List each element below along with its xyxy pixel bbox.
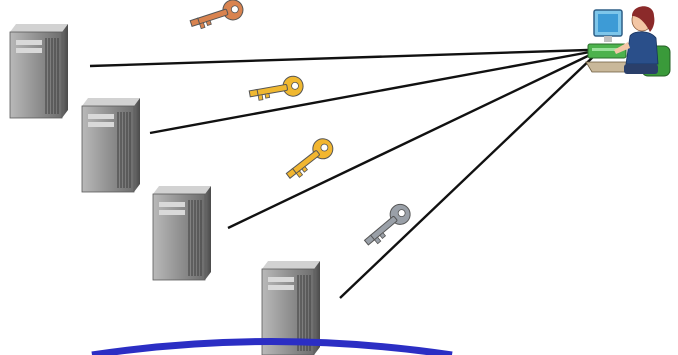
server-3 (153, 186, 211, 280)
server-1 (10, 24, 68, 118)
connection-line-1 (90, 50, 588, 66)
key-icon-copper (188, 0, 246, 33)
connection-line-2 (150, 52, 590, 133)
connection-line-4 (340, 56, 594, 298)
connection-line-3 (228, 54, 592, 228)
user-at-computer-icon (586, 6, 670, 76)
key-icon-gold-2 (282, 135, 337, 184)
server-2 (82, 98, 140, 192)
key-icon-gold-1 (248, 75, 305, 104)
key-icon-silver (360, 200, 414, 250)
